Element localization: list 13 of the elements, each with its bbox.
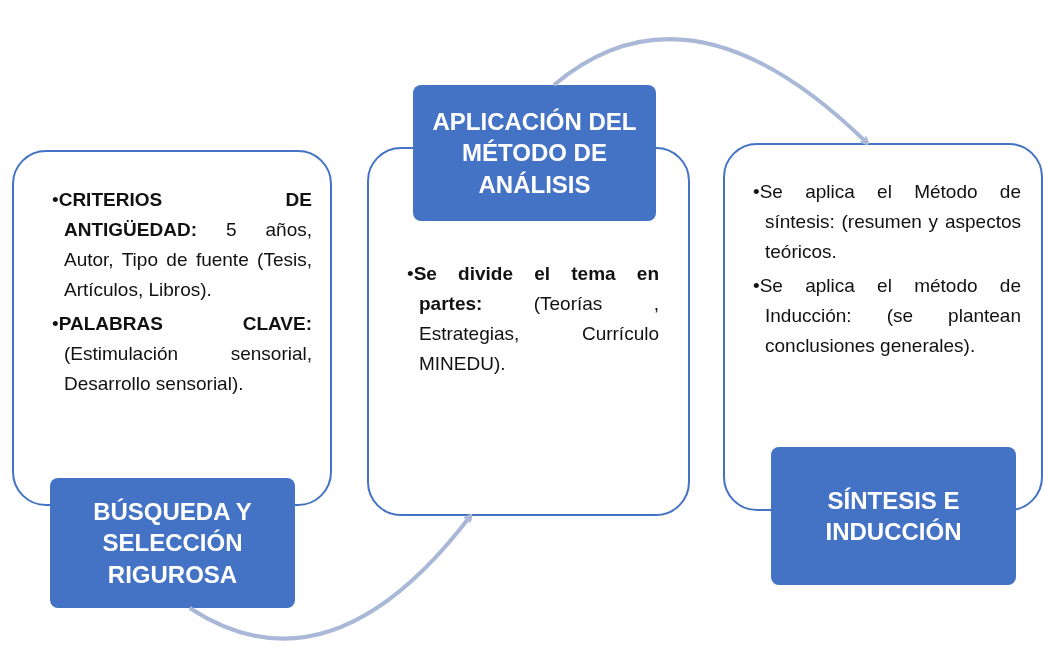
- step-title: SÍNTESIS E INDUCCIÓN: [824, 485, 963, 547]
- curved-arrow: [552, 37, 870, 146]
- bullet-text: •Se aplica el Método de síntesis: (resumen y aspectos teóricos.: [753, 180, 1021, 264]
- curved-arrow: [188, 513, 473, 641]
- bullet-text: •Se divide el tema en partes: (Teorías , Estrategias, Currículo MINEDU).: [407, 262, 659, 376]
- bullet-text: •CRITERIOS DE ANTIGÜEDAD: 5 años, Autor, Tipo de fuente (Tesis, Artículos, Libros).: [52, 188, 312, 302]
- title-box: [50, 478, 295, 608]
- title-box: [771, 447, 1016, 585]
- step-title: BÚSQUEDA Y SELECCIÓN RIGUROSA: [92, 497, 253, 590]
- step-title: APLICACIÓN DEL MÉTODO DE ANÁLISIS: [431, 107, 638, 200]
- bullet-text: •PALABRAS CLAVE: (Estimulación sensorial, Desarrollo sensorial).: [52, 312, 312, 396]
- title-box: [413, 85, 656, 221]
- bullet-text: •Se aplica el método de Inducción: (se plantean conclusiones generales).: [753, 274, 1021, 358]
